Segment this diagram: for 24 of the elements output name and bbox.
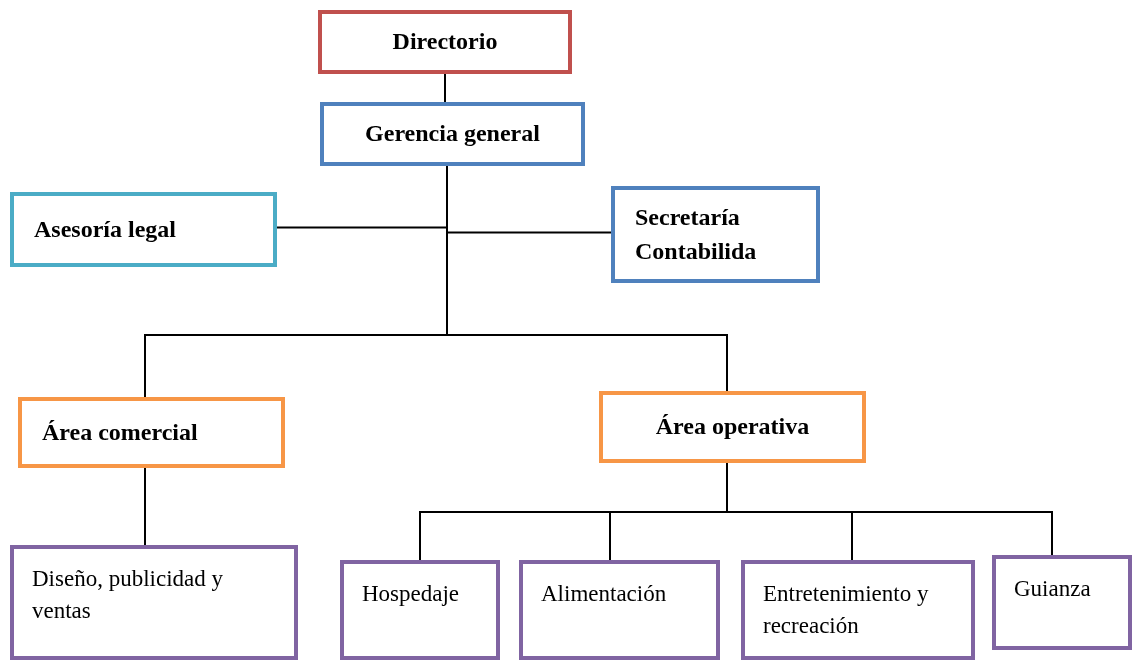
box-label: Hospedaje [362,580,460,608]
box-label: Entretenimiento y recreación [763,580,930,641]
box-label: Gerencia general [365,119,540,149]
org-box [741,560,975,660]
connector-line [144,467,146,546]
box-label: Asesoría legal [34,214,176,244]
box-label: Alimentación [541,580,667,608]
org-box [10,545,298,660]
org-box [992,555,1132,650]
org-box [340,560,500,660]
org-box [18,397,285,468]
org-box [10,192,277,267]
box-label: Área comercial [42,417,198,447]
connector-line [444,73,446,103]
box-label: Guianza [1014,575,1091,603]
org-box [611,186,820,283]
box-label: Diseño, publicidad y ventas [32,565,224,626]
org-box [318,10,572,74]
org-box [320,102,585,166]
box-label: Directorio [392,27,498,57]
org-box [519,560,720,660]
box-label: Secretaría Contabilida [635,202,758,266]
org-box [599,391,866,463]
box-label: Área operativa [655,412,810,442]
